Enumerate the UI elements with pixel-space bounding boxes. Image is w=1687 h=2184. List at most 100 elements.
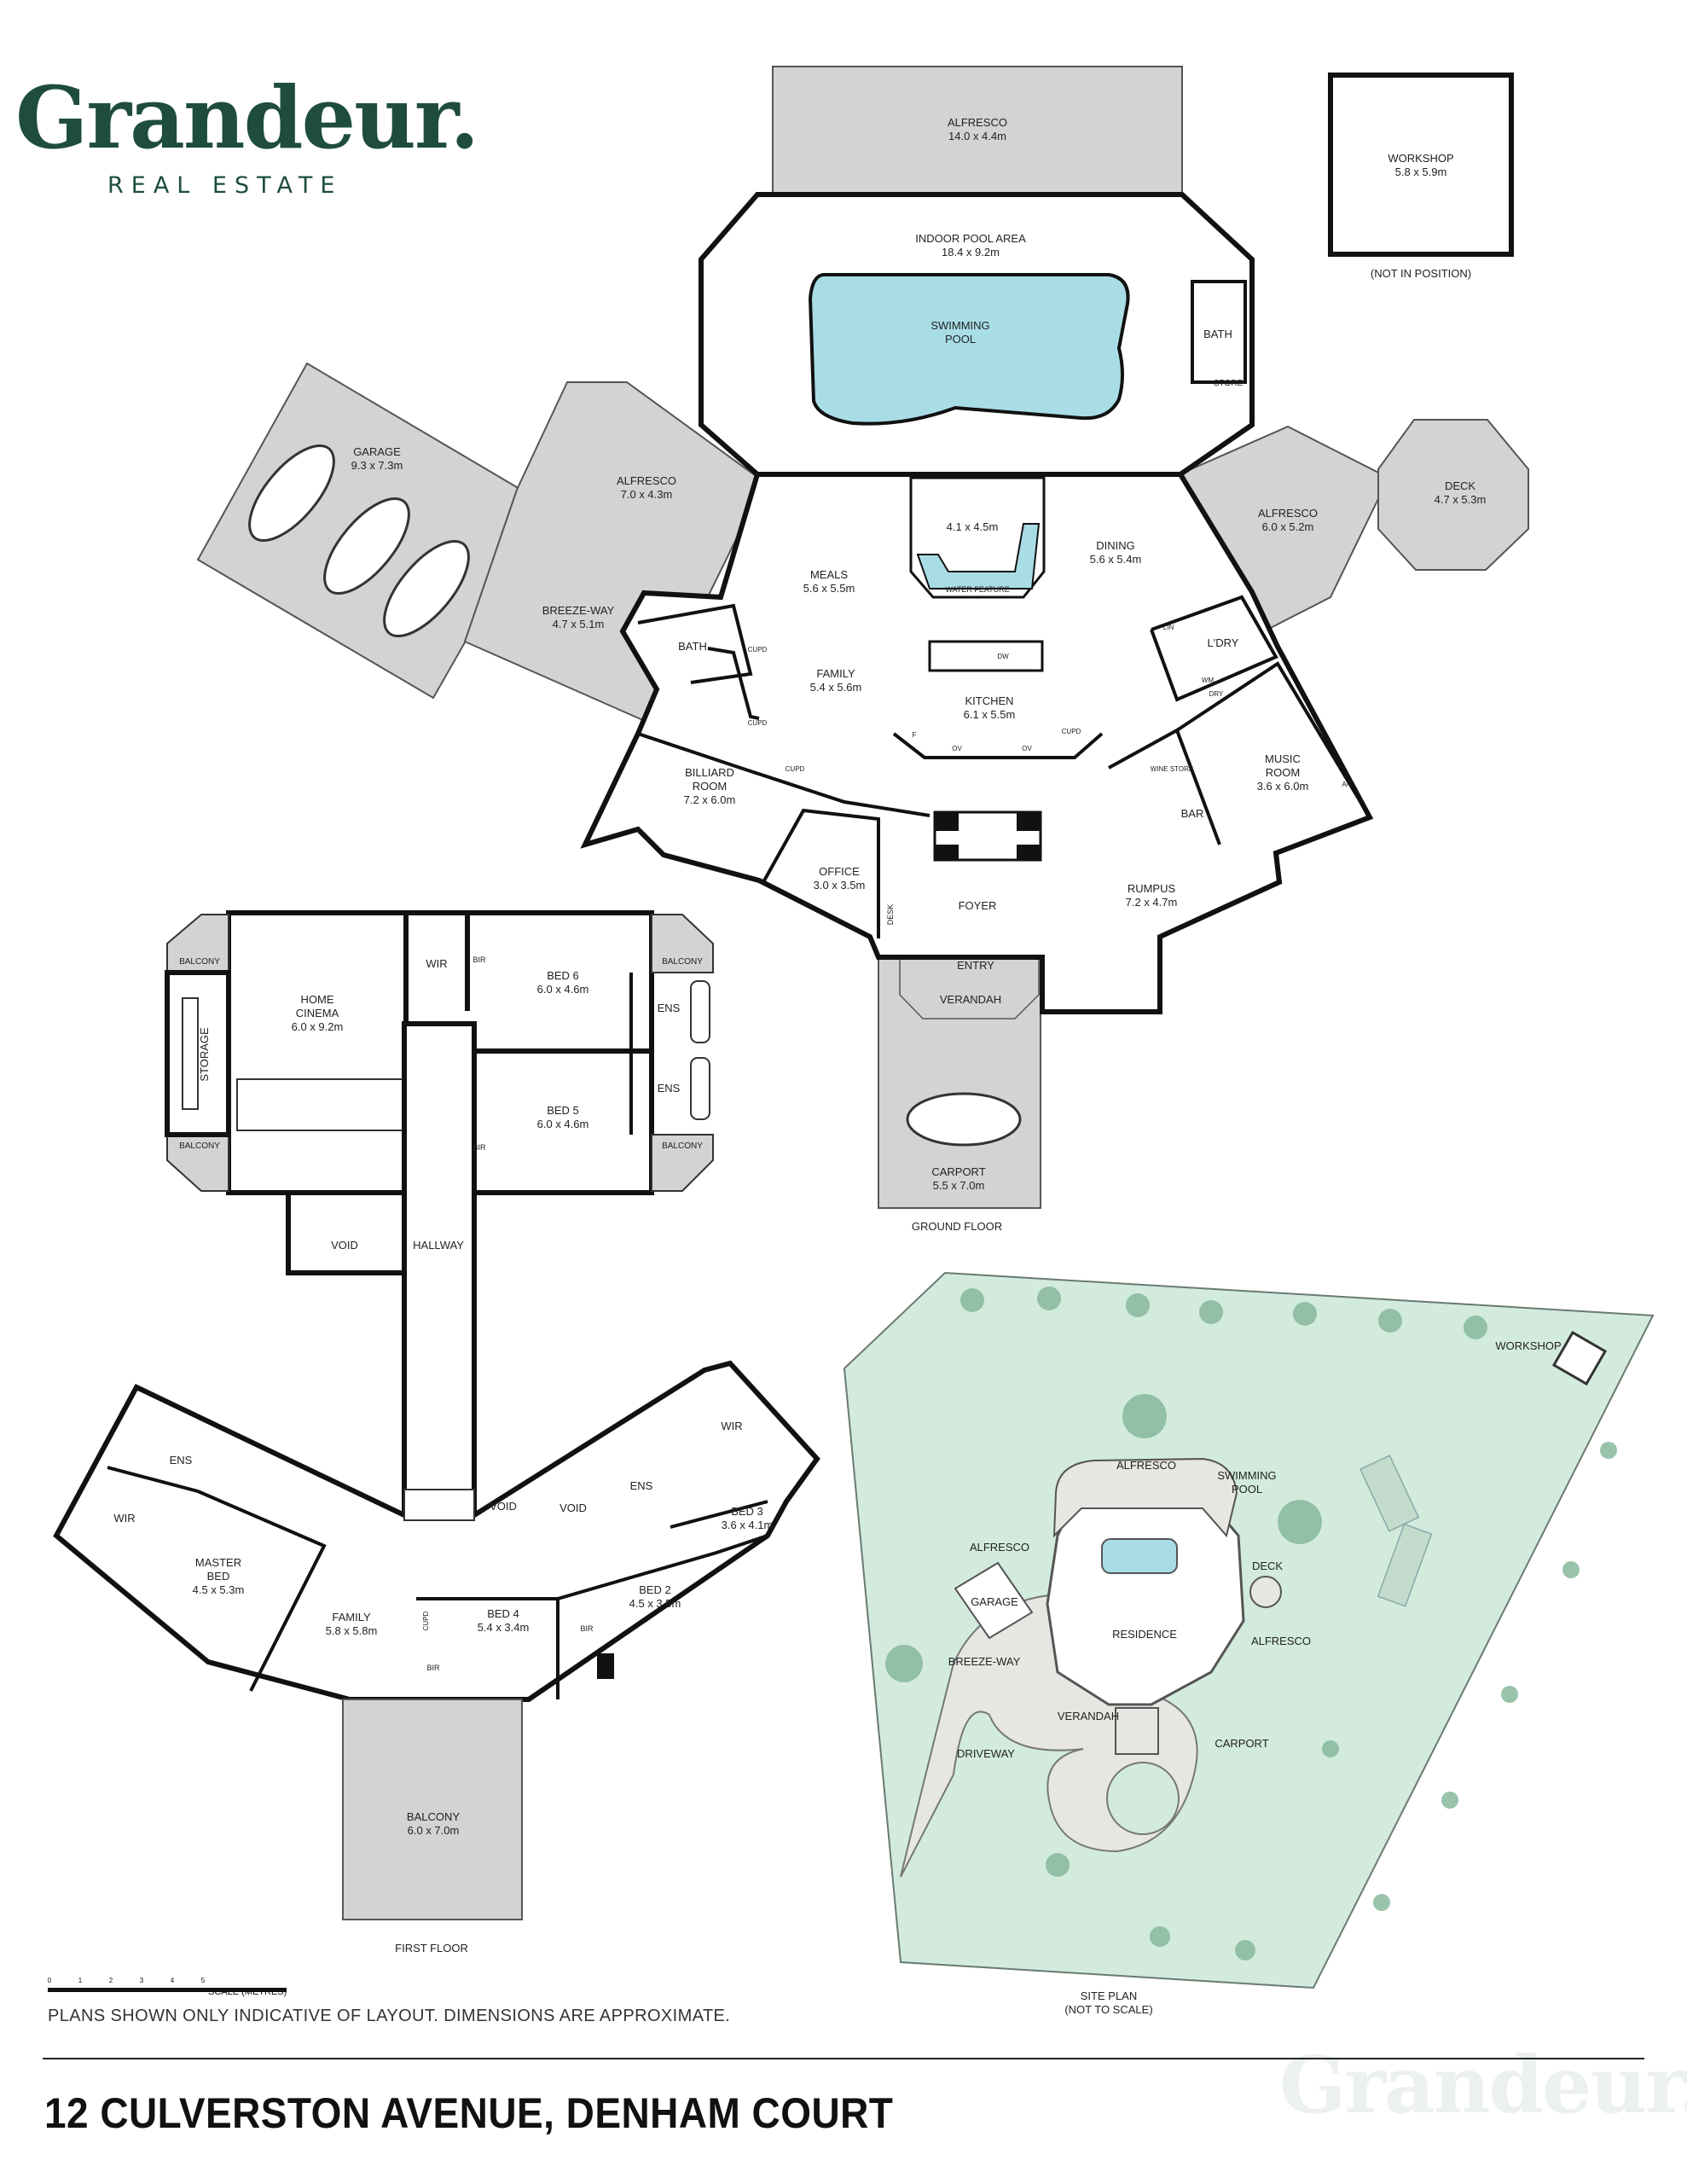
site-boundary [843,1271,1655,1989]
bath-tub [690,980,710,1043]
balcony-label-se: BALCONY [662,1141,703,1151]
tree [1441,1792,1458,1809]
tree [885,1645,923,1682]
lin-label: LIN [1163,624,1174,631]
site-garage [954,1561,1034,1640]
ov-label: OV [1022,745,1032,752]
desk-label: DESK [886,904,895,926]
workshop-note: (NOT IN POSITION) [1371,267,1471,280]
tree [1464,1316,1487,1339]
planting-bed [1377,1523,1433,1607]
ground-small-labels: CUPD CUPD CUPD CUPD DW OV OV F LIN WM DR… [748,624,1354,788]
site-deck-label: DECK [1252,1560,1283,1572]
family-dim: 5.4 x 5.6m [810,681,862,694]
alfresco-top-dim: 14.0 x 4.4m [948,130,1006,142]
kitchen-dim: 6.1 x 5.5m [964,708,1016,721]
scale-ticks: 0 1 2 3 4 5 [48,1977,206,1984]
scale-tick: 2 [109,1977,113,1984]
office-dim: 3.0 x 3.5m [814,879,866,892]
alfresco-right-label: ALFRESCO [1258,507,1318,520]
tree [1278,1500,1322,1544]
bed4-dim: 5.4 x 3.4m [478,1621,530,1634]
scale-tick: 3 [140,1977,144,1984]
alfresco-left-label: ALFRESCO [617,474,676,487]
bed2-dim: 4.5 x 3.5m [629,1597,681,1610]
site-alfresco-label: ALFRESCO [1116,1459,1176,1472]
site-workshop-label: WORKSHOP [1495,1339,1561,1352]
bar-label: BAR [1181,807,1204,820]
tree [960,1288,984,1312]
alfresco-right-dim: 6.0 x 5.2m [1262,520,1314,533]
interior-walls [707,647,760,720]
site-workshop [1551,1330,1608,1386]
bed3-walls [670,1500,768,1529]
wm-label: WM [1202,677,1215,684]
first-floor-labels: BALCONY BALCONY BALCONY BALCONY STORAGE … [113,956,773,1955]
tree [1501,1686,1518,1703]
ens-label-lower: ENS [170,1454,193,1467]
car-icon [323,497,410,595]
scale-tick: 1 [78,1977,83,1984]
car-icon [248,444,335,543]
alfresco-top-label: ALFRESCO [948,116,1007,129]
scale-tick: 0 [48,1977,52,1984]
scale-bar-line [48,1988,287,1992]
tree [1037,1287,1061,1310]
scale-tick: 4 [171,1977,175,1984]
master-bed-wall [107,1466,327,1692]
bed6-label: BED 6 [547,969,579,982]
family-label: FAMILY [816,667,855,680]
wir-label: WIR [426,957,447,970]
scale-bar: 0 1 2 3 4 5 SCALE (METRES) [48,1977,287,1997]
meals-dim: 5.6 x 5.5m [803,582,855,595]
site-verandah-label: VERANDAH [1058,1710,1119,1722]
billiard-dim: 7.2 x 6.0m [684,793,736,806]
site-swimming-label: SWIMMING [1217,1469,1276,1482]
void-label: VOID [331,1239,358,1252]
foyer-pillar-left [935,812,959,831]
music-dim: 3.6 x 6.0m [1257,780,1309,793]
cinema-dim: 6.0 x 9.2m [292,1020,344,1033]
breezeway-dim: 4.7 x 5.1m [553,618,605,630]
bed5-dim: 6.0 x 4.6m [537,1118,589,1130]
tree [1600,1442,1617,1459]
music-label: MUSIC [1265,752,1301,765]
bar-walls [1108,728,1221,845]
bath-tub [690,1057,710,1120]
workshop-dim: 5.8 x 5.9m [1395,166,1447,178]
bed3-dim: 3.6 x 4.1m [722,1519,774,1531]
site-driveway-label: DRIVEWAY [957,1747,1015,1760]
foyer-pillar-right-b [1017,845,1041,860]
tree [1122,1394,1167,1438]
turning-circle [1106,1762,1180,1835]
site-alfresco-label-right: ALFRESCO [1251,1635,1311,1647]
scale-tick: 5 [201,1977,206,1984]
brand-logo: Grandeur. REAL ESTATE [15,75,479,199]
tree [1373,1894,1390,1911]
cupd-label-ff: CUPD [422,1611,430,1630]
cupd-label: CUPD [1062,728,1081,735]
indoor-pool-dim: 18.4 x 9.2m [942,246,1000,258]
rumpus-label: RUMPUS [1128,882,1176,895]
hallway [402,1021,477,1521]
site-alfresco-label-left: ALFRESCO [970,1541,1029,1554]
wir-label-right: WIR [721,1420,742,1432]
carport-car-icon [906,1092,1022,1147]
cupd-label: CUPD [786,765,805,773]
alfresco-left-dim: 7.0 x 4.3m [621,488,673,501]
bed5-label: BED 5 [547,1104,579,1117]
ens-label-right: ENS [630,1479,653,1492]
office-label: OFFICE [819,865,860,878]
ground-floor-labels: ALFRESCO 14.0 x 4.4m WORKSHOP 5.8 x 5.9m… [351,116,1487,1233]
master-label-2: BED [207,1570,230,1583]
bir-label-lower: BIR [426,1664,440,1672]
bir-label: BIR [472,1143,486,1152]
tree [1199,1300,1223,1324]
site-plan-title: SITE PLAN [1081,1989,1137,2002]
balcony-se [651,1134,714,1192]
swimming-pool [808,273,1130,426]
void-label-3: VOID [559,1502,587,1514]
bir-label: BIR [472,956,486,964]
wine-store-label: WINE STORE [1151,765,1194,773]
